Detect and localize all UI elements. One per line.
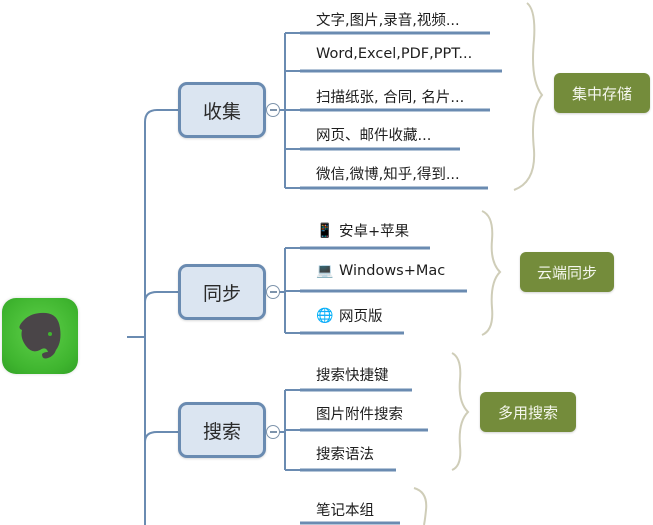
subtopic-item[interactable]: 搜索语法 — [316, 443, 374, 464]
topic-collect[interactable]: 收集 — [178, 82, 266, 138]
subtopic-label: 文字,图片,录音,视频... — [316, 13, 460, 29]
subtopic-label: Windows+Mac — [339, 263, 446, 279]
subtopic-label: 网页、邮件收藏... — [316, 128, 432, 144]
subtopic-item[interactable]: 📱 安卓+苹果 — [316, 220, 409, 241]
subtopic-item[interactable]: Word,Excel,PDF,PPT... — [316, 46, 472, 62]
collapse-toggle[interactable] — [266, 103, 280, 117]
topic-label: 收集 — [202, 100, 241, 123]
laptop-icon: 💻 — [316, 263, 334, 279]
subtopic-label: Word,Excel,PDF,PPT... — [316, 46, 473, 62]
subtopic-label: 搜索快捷键 — [316, 368, 389, 384]
subtopic-label: 搜索语法 — [316, 447, 374, 463]
topic-label: 搜索 — [202, 420, 241, 443]
collapse-toggle[interactable] — [266, 285, 280, 299]
subtopic-label: 安卓+苹果 — [339, 224, 410, 240]
topic-search[interactable]: 搜索 — [178, 402, 266, 458]
subtopic-label: 网页版 — [339, 309, 383, 325]
summary-tag[interactable]: 云端同步 — [520, 252, 614, 292]
summary-label: 云端同步 — [536, 263, 597, 282]
phone-icon: 📱 — [316, 222, 334, 239]
globe-icon: 🌐 — [316, 307, 334, 324]
subtopic-item[interactable]: 笔记本组 — [316, 499, 374, 520]
subtopic-item[interactable]: 图片附件搜索 — [316, 403, 403, 424]
subtopic-item[interactable]: 搜索快捷键 — [316, 364, 389, 385]
subtopic-item[interactable]: 🌐 网页版 — [316, 305, 383, 326]
subtopic-label: 笔记本组 — [316, 503, 374, 519]
evernote-logo-icon[interactable] — [2, 298, 78, 374]
subtopic-item[interactable]: 💻 Windows+Mac — [316, 263, 445, 279]
subtopic-label: 图片附件搜索 — [316, 407, 403, 423]
subtopic-label: 微信,微博,知乎,得到... — [316, 167, 460, 183]
summary-label: 多用搜索 — [497, 403, 558, 422]
summary-tag[interactable]: 多用搜索 — [480, 392, 576, 432]
subtopic-label: 扫描纸张, 合同, 名片... — [316, 90, 465, 106]
collapse-toggle[interactable] — [266, 425, 280, 439]
subtopic-item[interactable]: 网页、邮件收藏... — [316, 124, 431, 145]
summary-tag[interactable]: 集中存储 — [554, 73, 650, 113]
topic-sync[interactable]: 同步 — [178, 264, 266, 320]
summary-label: 集中存储 — [571, 84, 632, 103]
subtopic-item[interactable]: 扫描纸张, 合同, 名片... — [316, 86, 464, 107]
subtopic-item[interactable]: 微信,微博,知乎,得到... — [316, 163, 460, 184]
subtopic-item[interactable]: 文字,图片,录音,视频... — [316, 9, 460, 30]
topic-label: 同步 — [202, 282, 241, 305]
